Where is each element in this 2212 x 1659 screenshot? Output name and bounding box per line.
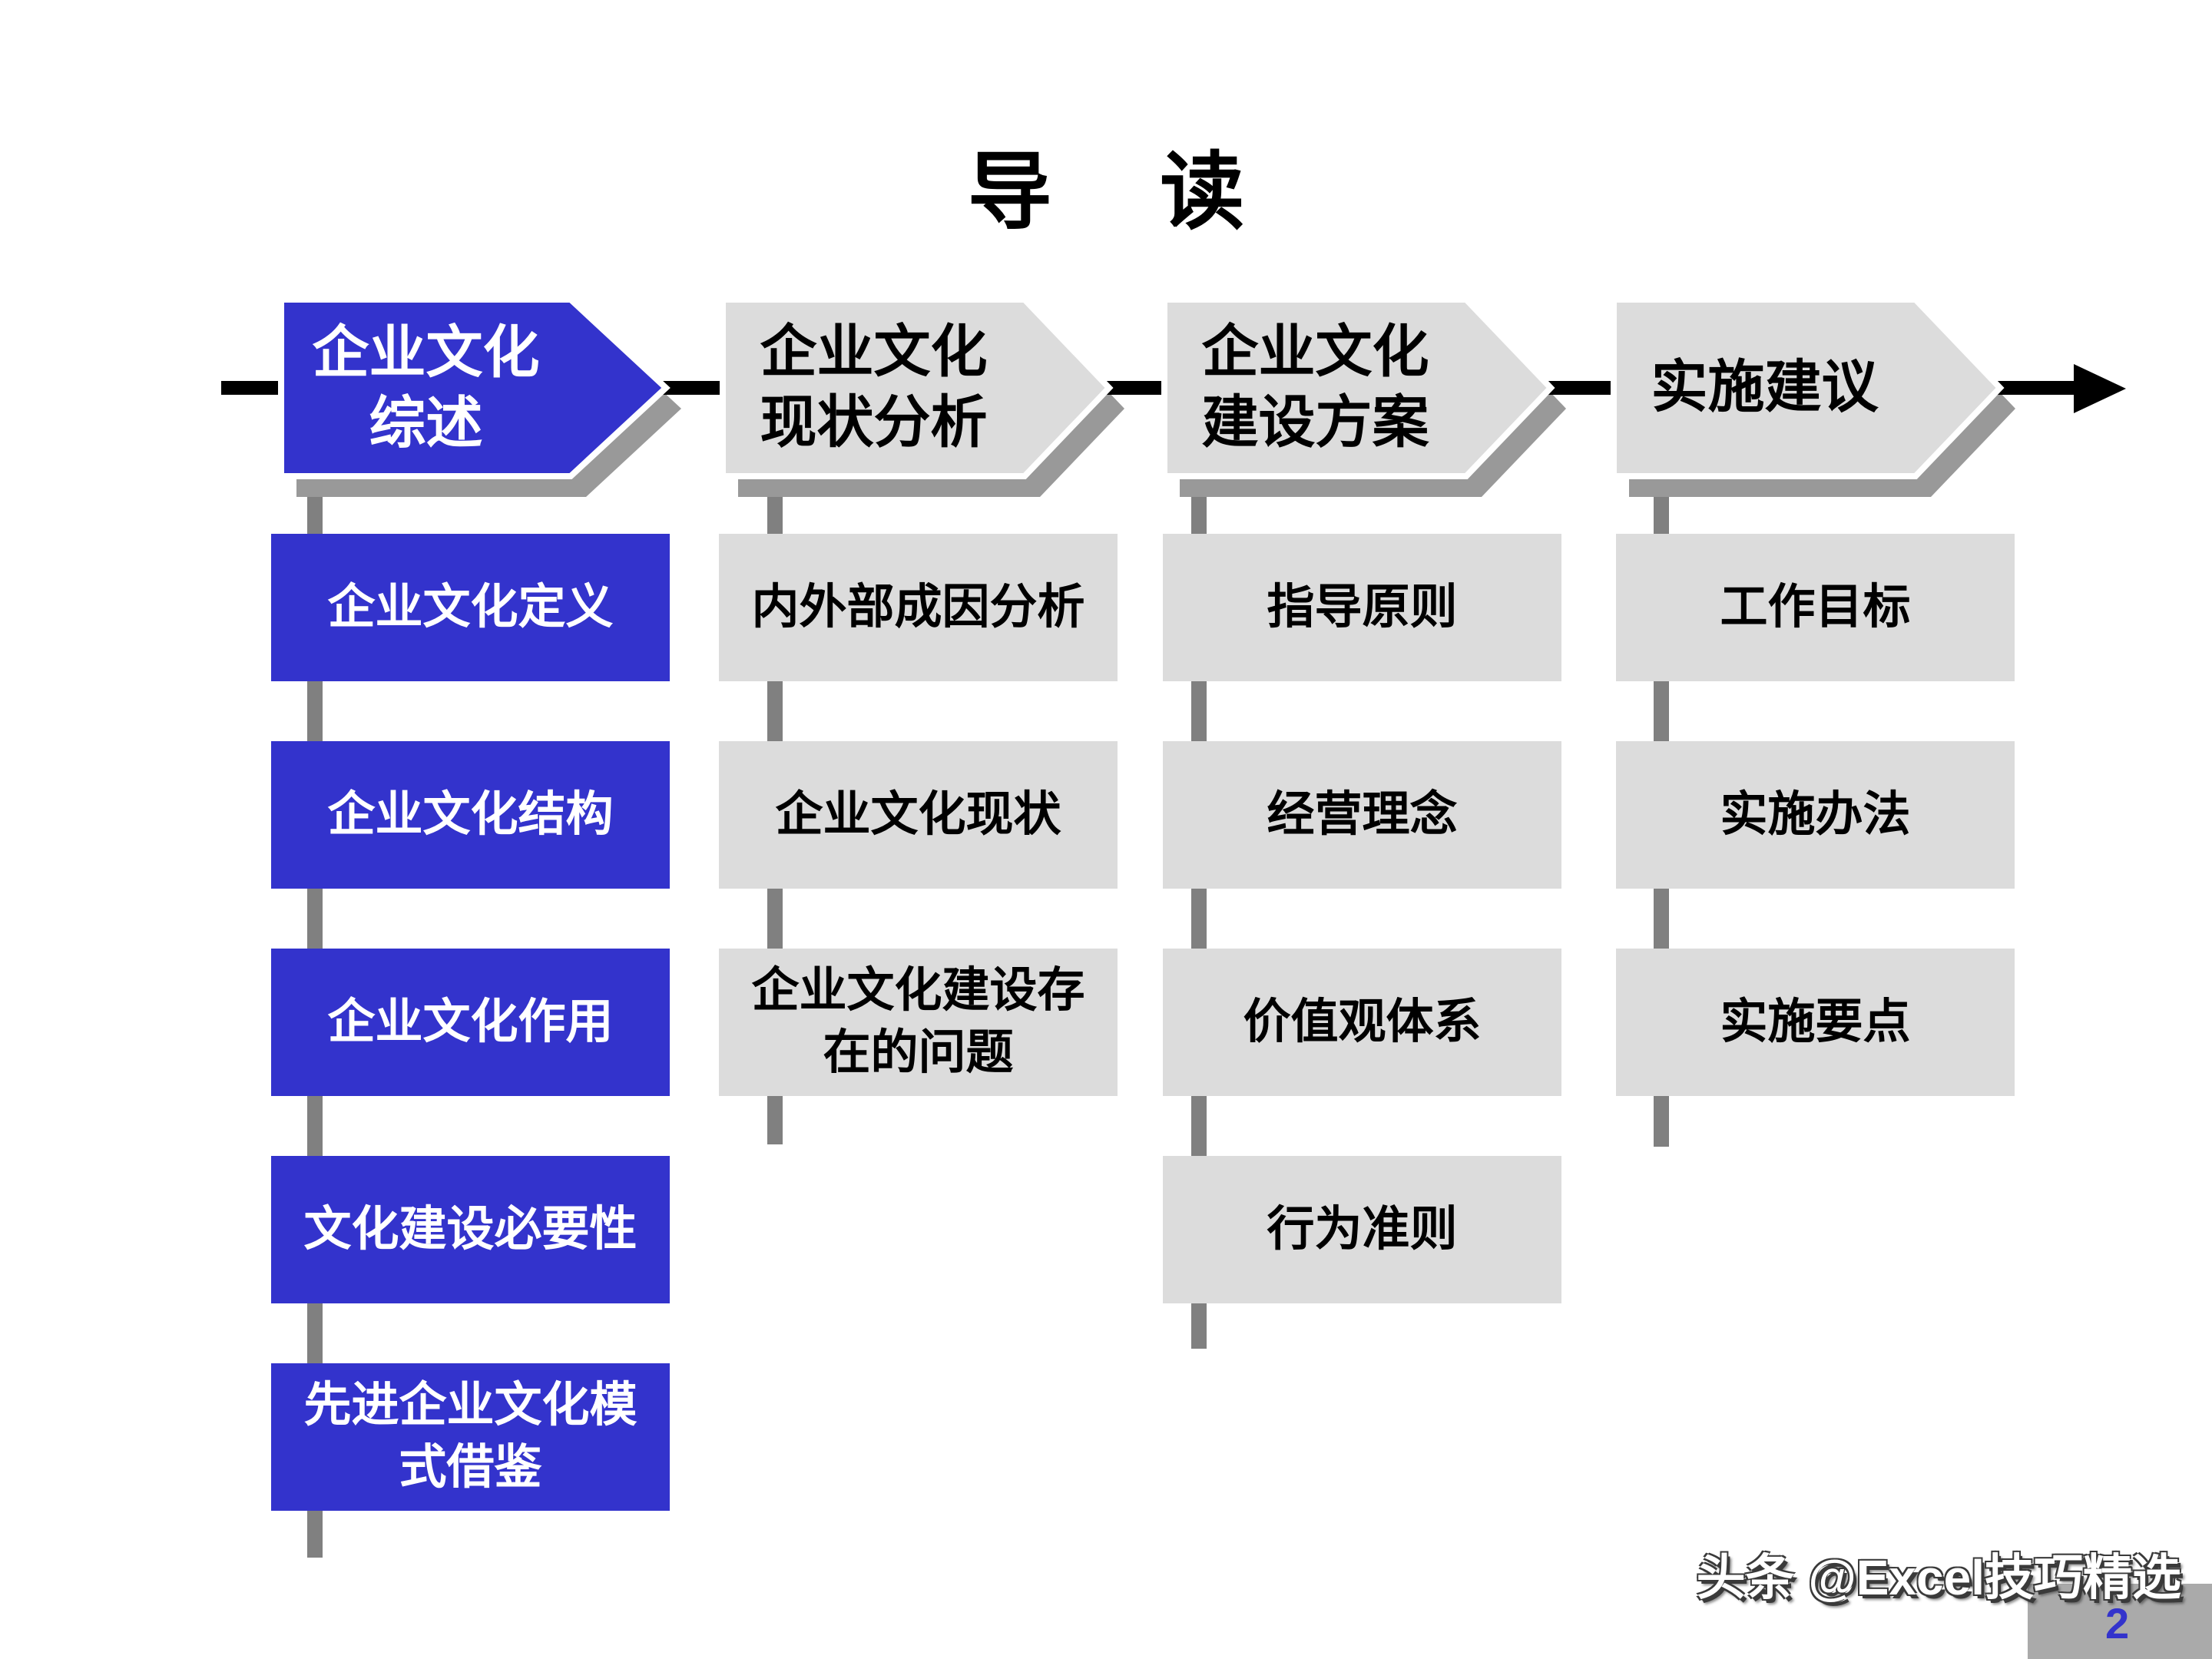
connector-column-3 bbox=[1191, 475, 1207, 1349]
flow-box: 文化建设必要性 bbox=[271, 1156, 670, 1303]
page-number: 2 bbox=[2105, 1599, 2130, 1647]
header-arrow-1 bbox=[278, 296, 671, 479]
flow-box: 实施要点 bbox=[1616, 949, 2015, 1096]
flow-box: 企业文化建设存 在的问题 bbox=[719, 949, 1118, 1096]
flow-box: 行为准则 bbox=[1163, 1156, 1561, 1303]
flow-box: 企业文化定义 bbox=[271, 534, 670, 681]
flow-box: 工作目标 bbox=[1616, 534, 2015, 681]
header-arrow-3 bbox=[1161, 296, 1555, 479]
header-label-overview: 企业文化 综述 bbox=[312, 320, 540, 455]
flow-box: 企业文化作用 bbox=[271, 949, 670, 1096]
header-arrow-2 bbox=[720, 296, 1114, 479]
flow-box: 价值观体系 bbox=[1163, 949, 1561, 1096]
header-label-implementation: 实施建议 bbox=[1651, 356, 1879, 419]
corner-rect bbox=[2028, 1584, 2212, 1659]
flow-box: 指导原则 bbox=[1163, 534, 1561, 681]
flow-box: 内外部成因分析 bbox=[719, 534, 1118, 681]
flow-box: 实施办法 bbox=[1616, 741, 2015, 889]
header-arrows bbox=[278, 296, 2005, 479]
watermark: 头条 @Excel技巧精选 bbox=[1696, 1550, 2181, 1605]
header-label-status-analysis: 企业文化 现状分析 bbox=[760, 320, 988, 455]
flow-box: 先进企业文化模 式借鉴 bbox=[271, 1363, 670, 1511]
header-label-build-plan: 企业文化 建设方案 bbox=[1201, 320, 1429, 455]
header-arrow-4 bbox=[1611, 296, 2005, 479]
flow-box: 企业文化结构 bbox=[271, 741, 670, 889]
flow-box: 企业文化现状 bbox=[719, 741, 1118, 889]
timeline-arrowhead-icon bbox=[2074, 364, 2126, 413]
flow-box: 经营理念 bbox=[1163, 741, 1561, 889]
slide-title: 导 读 bbox=[967, 145, 1245, 240]
